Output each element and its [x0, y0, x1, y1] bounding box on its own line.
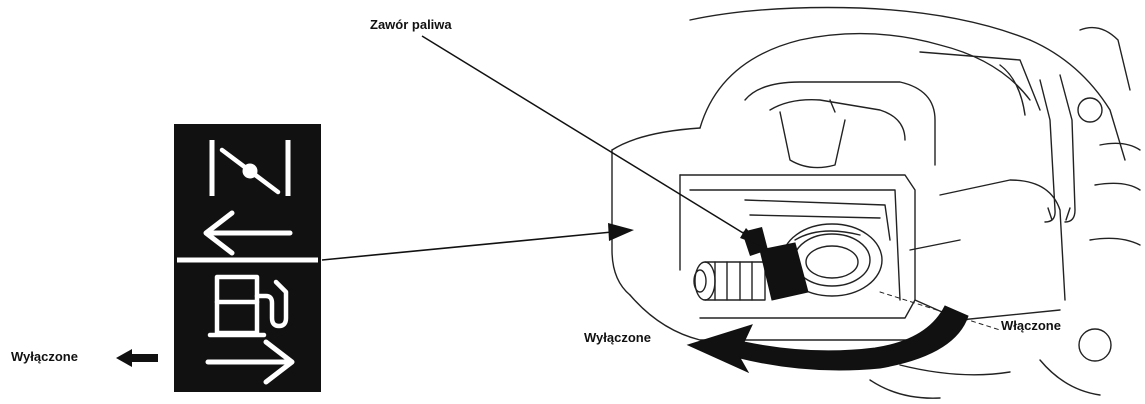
fuel-valve-label: Zawór paliwa — [370, 17, 452, 32]
engine-drawing — [611, 6, 1141, 399]
choke-icon — [209, 140, 291, 196]
rotation-arrow-icon — [686, 305, 969, 374]
arrow-right-icon — [205, 339, 295, 385]
off-label-middle: Wyłączone — [584, 330, 651, 345]
valve-symbol-panel — [174, 124, 321, 392]
fuel-valve-leader-line — [421, 35, 762, 246]
on-label: Włączone — [1001, 318, 1061, 333]
fuel-pump-icon — [207, 274, 289, 338]
off-label-left: Wyłączone — [11, 349, 78, 364]
arrow-left-icon — [203, 210, 293, 256]
panel-leader-line — [321, 223, 634, 261]
off-direction-arrow-icon — [116, 349, 158, 367]
